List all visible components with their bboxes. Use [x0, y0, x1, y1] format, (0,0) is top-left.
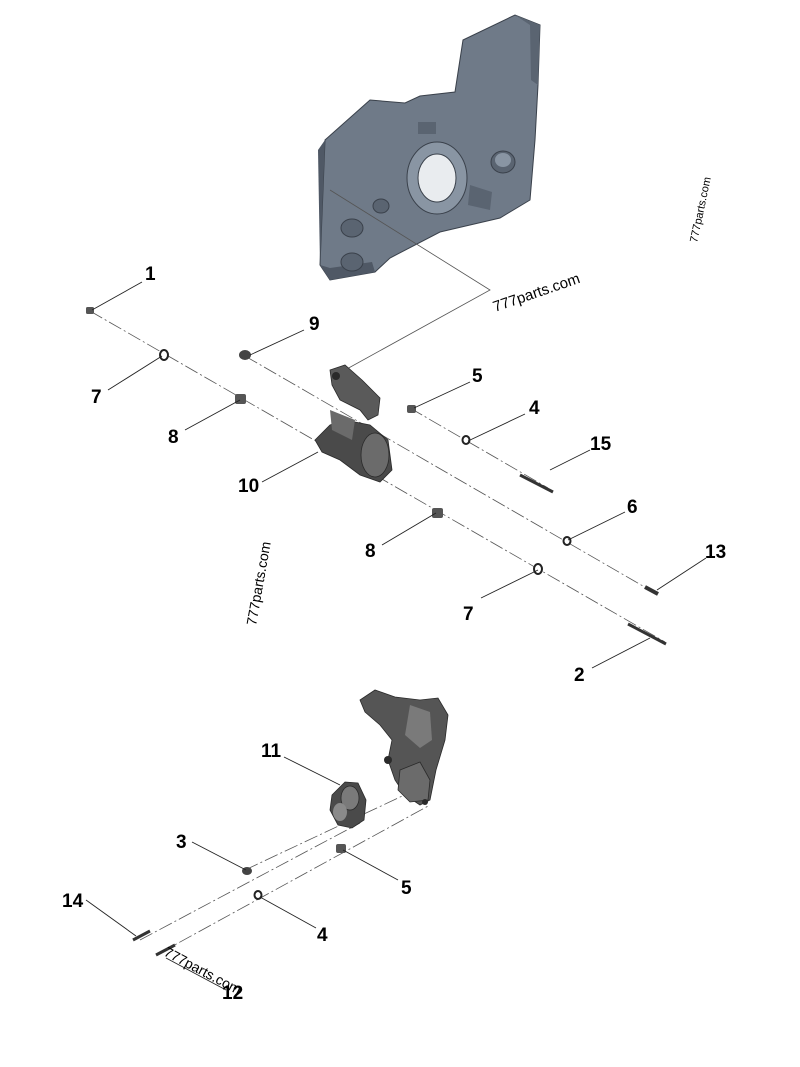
watermark-center-right: 777parts.com	[491, 270, 582, 316]
long-bolt-2	[627, 622, 667, 646]
callout-8-lower: 8	[365, 541, 376, 562]
washer-4-upper	[461, 435, 471, 445]
watermark-middle-left: 777parts.com	[243, 540, 273, 626]
bushing-9	[239, 350, 251, 360]
callout-2: 2	[574, 665, 585, 686]
callout-labels: 1 9 7 5 4 8 15 10 6 8 13 7 2 11 3 5 14 4…	[62, 264, 726, 1004]
belt-tensioner	[329, 781, 367, 829]
spacer-5-lower	[336, 844, 346, 853]
stud-8-upper	[235, 394, 246, 404]
bolt-12	[155, 943, 176, 957]
callout-1: 1	[145, 264, 156, 285]
bolt-14	[132, 929, 151, 942]
assembly-axis-lines	[89, 310, 666, 954]
callout-13: 13	[705, 542, 726, 563]
plate-reference-line	[329, 189, 491, 371]
watermark-bottom-left: 777parts.com	[162, 944, 244, 998]
long-bolt-15	[519, 473, 554, 494]
callout-10: 10	[238, 476, 259, 497]
washer-6	[562, 536, 572, 546]
washer-4-lower	[253, 890, 263, 900]
callout-4-lower: 4	[317, 925, 328, 946]
bolt-13	[644, 585, 659, 596]
stud-8-lower	[432, 508, 443, 518]
callout-11: 11	[261, 741, 282, 762]
callout-7-lower: 7	[463, 604, 474, 625]
watermark-top-right: 777parts.com	[688, 176, 714, 244]
callout-4-upper: 4	[529, 398, 540, 419]
washer-7-upper	[159, 349, 169, 361]
callout-5-upper: 5	[472, 366, 483, 387]
callout-14: 14	[62, 891, 84, 912]
callout-6: 6	[627, 497, 638, 518]
callout-8-upper: 8	[168, 427, 179, 448]
spacer-5-upper	[407, 405, 416, 413]
lower-mounting-bracket	[359, 689, 449, 806]
starter-motor-assembly	[314, 364, 393, 483]
callout-9: 9	[309, 314, 320, 335]
washer-7-lower	[533, 563, 543, 575]
callout-3: 3	[176, 832, 187, 853]
callout-7-upper: 7	[91, 387, 102, 408]
callout-12: 12	[222, 983, 243, 1004]
bolt-1	[86, 307, 94, 314]
gear-cover-plate	[318, 14, 541, 281]
callout-15: 15	[590, 434, 612, 455]
callout-leaders	[85, 281, 707, 991]
callout-5-lower: 5	[401, 878, 412, 899]
